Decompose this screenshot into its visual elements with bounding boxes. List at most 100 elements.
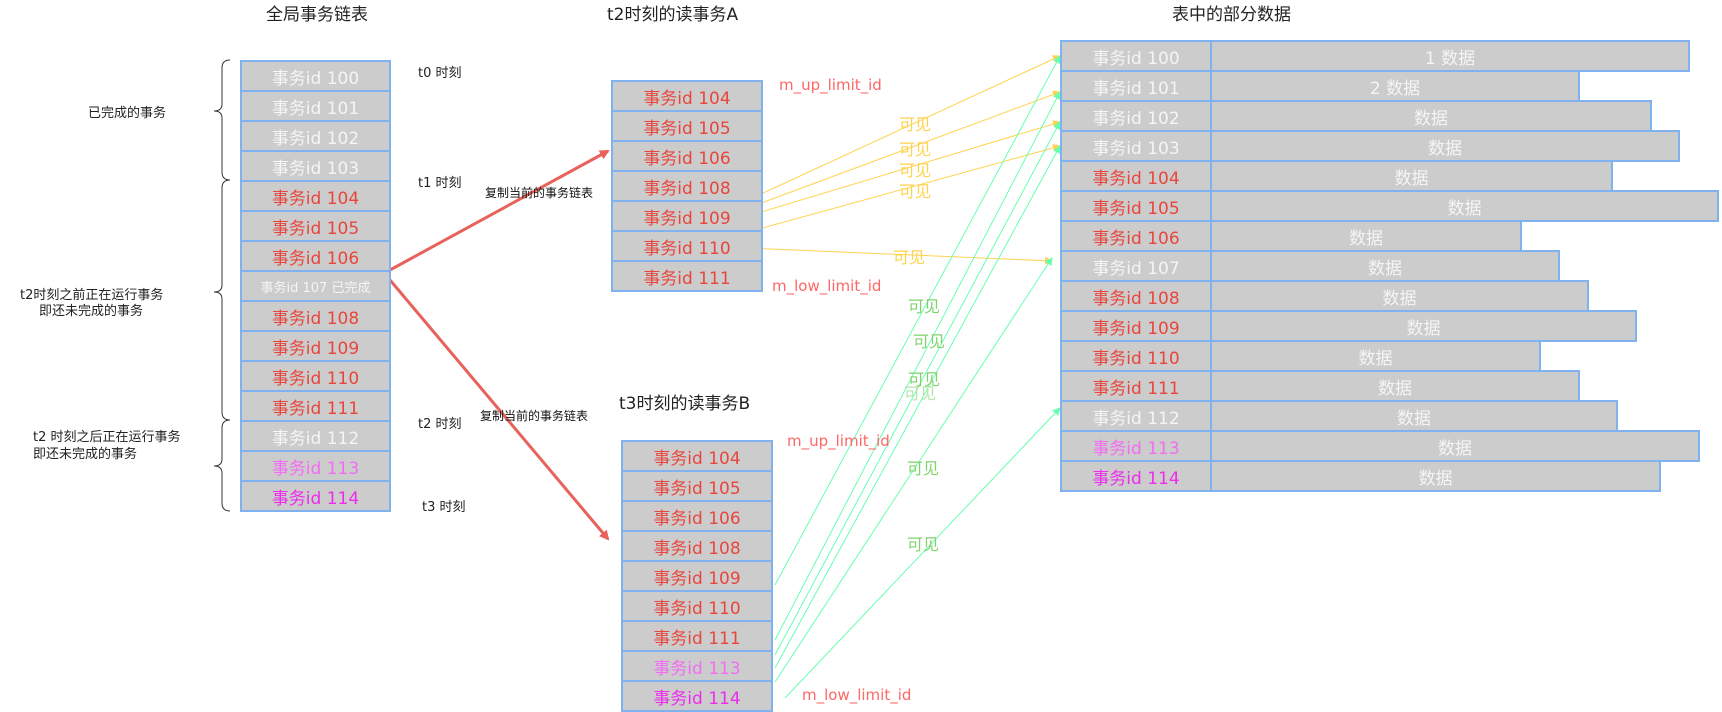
table-row-data: 数据	[1210, 100, 1652, 132]
read-b-up-limit-label: m_up_limit_id	[787, 432, 890, 450]
table-row-data: 2 数据	[1210, 70, 1580, 102]
visible-label-a-5: 可见	[893, 248, 926, 267]
global-chain-item: 事务id 106	[240, 240, 391, 272]
read-a-item: 事务id 109	[611, 200, 763, 232]
table-row-id: 事务id 102	[1060, 100, 1212, 132]
global-chain-item: 事务id 111	[240, 390, 391, 422]
read-b-item: 事务id 109	[621, 560, 773, 592]
visible-arrow-b-3	[774, 121, 1061, 656]
global-chain-item: 事务id 112	[240, 420, 391, 452]
title-read-b: t3时刻的读事务B	[619, 394, 751, 414]
table-row-data: 数据	[1210, 430, 1700, 462]
table-row-data: 数据	[1210, 340, 1541, 372]
read-b-item: 事务id 111	[621, 620, 773, 652]
table-row-data: 数据	[1210, 220, 1522, 252]
read-a-item: 事务id 105	[611, 110, 763, 142]
title-table: 表中的部分数据	[1172, 5, 1291, 25]
table-row-id: 事务id 106	[1060, 220, 1212, 252]
read-a-item: 事务id 106	[611, 140, 763, 172]
read-b-item: 事务id 110	[621, 590, 773, 622]
visible-arrow-a-3	[747, 120, 1061, 217]
brace-running-after-t2	[213, 419, 231, 512]
table-row-id: 事务id 103	[1060, 130, 1212, 162]
time-marker-t0: t0 时刻	[418, 66, 462, 81]
table-row-id: 事务id 111	[1060, 370, 1212, 402]
visible-arrow-a-2	[747, 90, 1061, 209]
table-row-data: 数据	[1210, 370, 1580, 402]
table-row-id: 事务id 108	[1060, 280, 1212, 312]
visible-arrow-a-1	[747, 55, 1061, 201]
label-completed: 已完成的事务	[88, 106, 167, 121]
read-b-item: 事务id 106	[621, 500, 773, 532]
table-row-id: 事务id 107	[1060, 250, 1212, 282]
table-row-data: 数据	[1210, 310, 1637, 342]
title-read-a: t2时刻的读事务A	[607, 5, 739, 25]
table-row-data: 数据	[1210, 460, 1661, 492]
read-b-item: 事务id 114	[621, 680, 773, 712]
time-marker-t3: t3 时刻	[422, 500, 466, 515]
visible-arrow-b-6	[784, 407, 1061, 699]
visible-label-b-3: 可见	[908, 370, 941, 389]
visible-label-b-5: 可见	[907, 535, 940, 554]
table-row-id: 事务id 104	[1060, 160, 1212, 192]
title-global-chain: 全局事务链表	[266, 5, 368, 25]
read-a-item: 事务id 111	[611, 260, 763, 292]
visible-label-b-3-overlap: 可见	[904, 384, 937, 403]
read-b-item: 事务id 108	[621, 530, 773, 562]
global-chain-item: 事务id 109	[240, 330, 391, 362]
visible-label-a-4: 可见	[899, 182, 932, 201]
global-chain-item: 事务id 113	[240, 450, 391, 482]
table-row-id: 事务id 109	[1060, 310, 1212, 342]
table-row-id: 事务id 101	[1060, 70, 1212, 102]
global-chain-item: 事务id 110	[240, 360, 391, 392]
table-row-id: 事务id 113	[1060, 430, 1212, 462]
read-b-item: 事务id 104	[621, 440, 773, 472]
visible-arrow-b-4	[774, 145, 1061, 669]
visible-label-b-4: 可见	[907, 459, 940, 478]
table-row-id: 事务id 112	[1060, 400, 1212, 432]
label-running-before-t2-2: 即还未完成的事务	[39, 304, 144, 319]
visible-label-b-2: 可见	[913, 332, 946, 351]
global-chain-item: 事务id 101	[240, 90, 391, 122]
read-b-item: 事务id 113	[621, 650, 773, 682]
global-chain-item: 事务id 108	[240, 300, 391, 332]
table-row-data: 1 数据	[1210, 40, 1690, 72]
read-b-item: 事务id 105	[621, 470, 773, 502]
table-row-data: 数据	[1210, 130, 1680, 162]
copy-label-a: 复制当前的事务链表	[485, 186, 594, 200]
global-chain-item: 事务id 107 已完成	[240, 270, 391, 302]
visible-arrow-b-2	[774, 91, 1061, 641]
global-chain-item: 事务id 105	[240, 210, 391, 242]
label-running-before-t2-1: t2时刻之前正在运行事务	[20, 288, 164, 303]
brace-completed	[213, 59, 231, 181]
global-chain-item: 事务id 103	[240, 150, 391, 182]
table-row-id: 事务id 114	[1060, 460, 1212, 492]
table-row-data: 数据	[1210, 160, 1613, 192]
copy-arrow-b	[388, 279, 610, 541]
table-row-data: 数据	[1210, 250, 1560, 282]
read-b-low-limit-label: m_low_limit_id	[802, 686, 912, 704]
global-chain-item: 事务id 100	[240, 60, 391, 92]
read-a-up-limit-label: m_up_limit_id	[779, 76, 882, 94]
visible-label-a-3: 可见	[899, 161, 932, 180]
visible-label-a-2: 可见	[899, 140, 932, 159]
visible-arrow-b-1	[774, 55, 1061, 586]
global-chain-item: 事务id 102	[240, 120, 391, 152]
label-running-after-t2-2: 即还未完成的事务	[33, 447, 138, 462]
table-row-id: 事务id 110	[1060, 340, 1212, 372]
visible-arrow-a-4	[747, 144, 1061, 233]
time-marker-t2: t2 时刻	[418, 417, 462, 432]
table-row-id: 事务id 100	[1060, 40, 1212, 72]
read-a-item: 事务id 108	[611, 170, 763, 202]
table-row-id: 事务id 105	[1060, 190, 1212, 222]
copy-arrow-a	[389, 149, 610, 272]
visible-arrow-b-5	[774, 257, 1053, 683]
table-row-data: 数据	[1210, 280, 1589, 312]
copy-label-b: 复制当前的事务链表	[480, 409, 589, 423]
read-a-item: 事务id 104	[611, 80, 763, 112]
table-row-data: 数据	[1210, 400, 1618, 432]
visible-arrow-a-5	[747, 247, 1053, 265]
table-row-data: 数据	[1210, 190, 1719, 222]
visible-label-b-1: 可见	[908, 297, 941, 316]
